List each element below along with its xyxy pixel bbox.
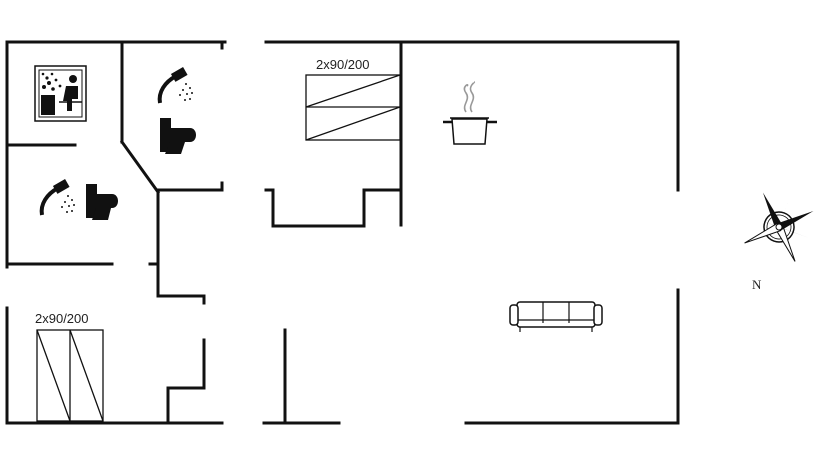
bed-size-label: 2x90/200: [316, 57, 370, 72]
sofa-icon: [509, 301, 603, 332]
toilet-icon: [86, 184, 118, 220]
bed-icon: [305, 74, 401, 141]
cooking-pot-icon: [443, 81, 497, 145]
sauna-icon: [34, 65, 87, 122]
compass-north-label: N: [752, 277, 762, 292]
walls: [5, 40, 680, 425]
bedroom-2: 2x90/200: [305, 57, 401, 141]
toilet-icon: [160, 118, 196, 154]
bedroom-1: 2x90/200: [35, 311, 104, 422]
compass-rose-icon: [744, 192, 814, 262]
bed-size-label: 2x90/200: [35, 311, 89, 326]
shower-icon: [39, 179, 75, 216]
bed-icon: [36, 329, 104, 422]
shower-icon: [157, 67, 193, 104]
